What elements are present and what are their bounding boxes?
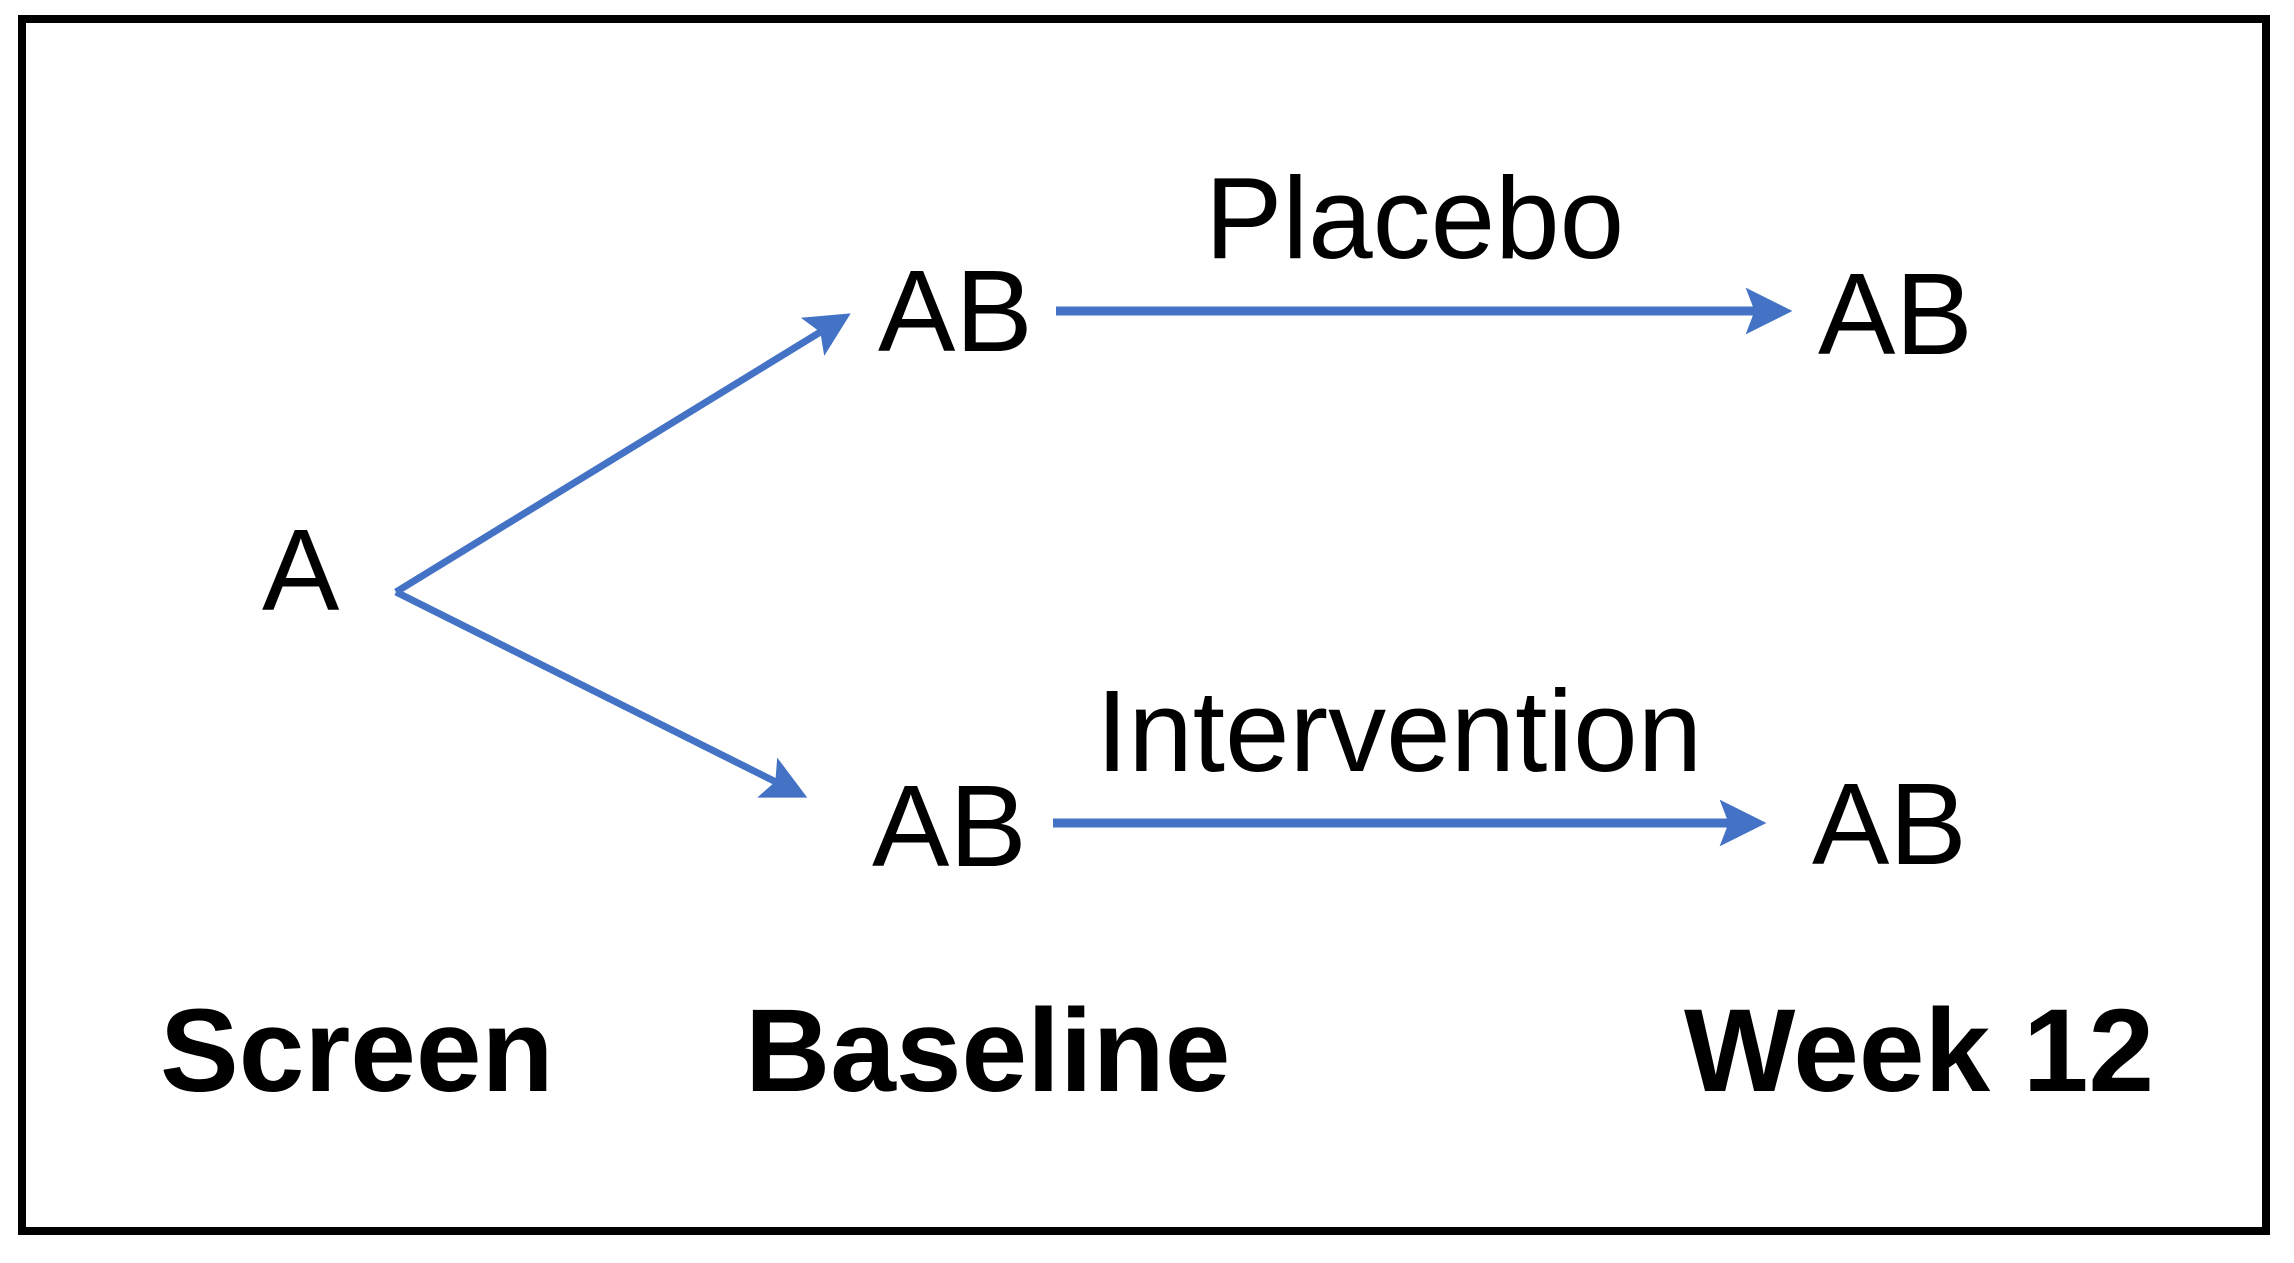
timepoint-label-week12: Week 12	[1684, 985, 2155, 1117]
node-screen-a: A	[262, 505, 340, 635]
node-week12-intervention: AB	[1812, 759, 1967, 889]
timepoint-label-baseline: Baseline	[745, 985, 1231, 1117]
edge-label-placebo: Placebo	[1205, 153, 1625, 283]
timepoint-label-screen: Screen	[160, 985, 554, 1117]
node-baseline-intervention: AB	[872, 761, 1027, 891]
diagram-border-frame	[18, 15, 2270, 1235]
node-week12-placebo: AB	[1818, 249, 1973, 379]
edge-label-intervention: Intervention	[1096, 666, 1703, 796]
node-baseline-placebo: AB	[878, 246, 1033, 376]
